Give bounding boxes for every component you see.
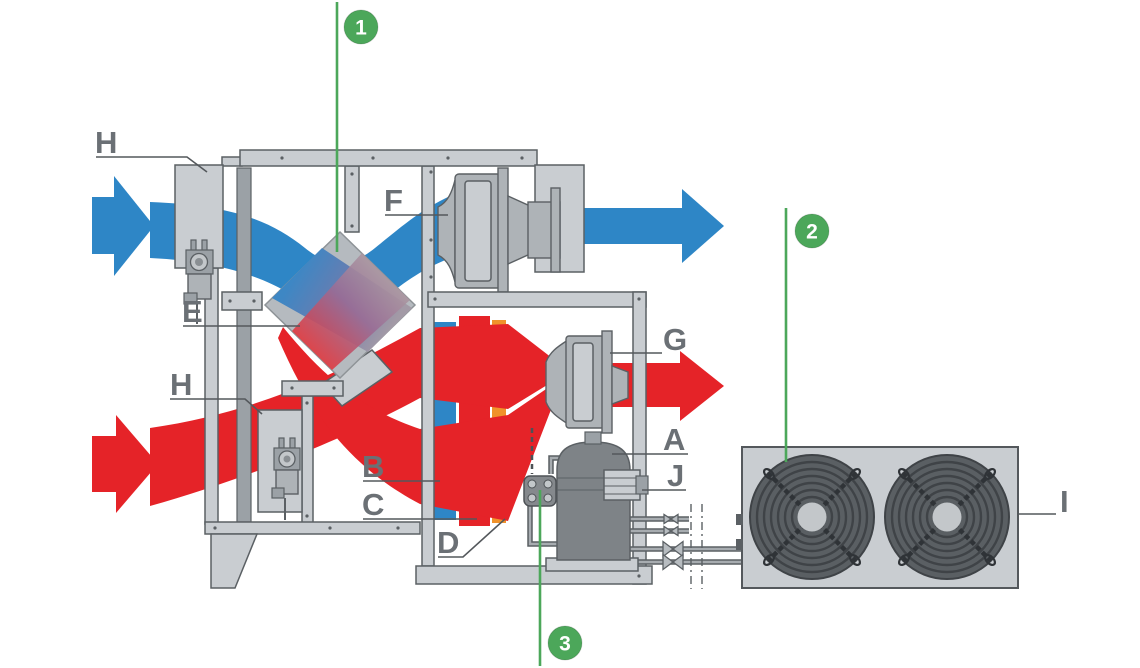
label-outdoor-unit: I [1060,484,1069,519]
bottom-rail [204,521,421,535]
shutoff-valve-icon [662,513,684,571]
top-rail-step [221,156,243,167]
damper-box-bottom [257,409,303,520]
extract-band-descending [278,327,552,521]
hanging-bracket [344,165,360,233]
label-heat-exchanger: E [182,294,203,329]
label-damper-top: H [95,125,117,160]
marker-1-number: 1 [355,17,367,40]
compressor-body [556,441,631,561]
fan-inlet-bell [545,338,569,426]
label-valve-block: J [667,458,684,493]
label-coil-blue: B [362,449,384,484]
label-damper-bottom: H [170,367,192,402]
top-rail [239,149,538,167]
outdoor-unit [736,446,1019,589]
marker-2-number: 2 [806,221,818,244]
supply-inlet-arrow-head [114,176,154,276]
fan-flange [601,330,613,434]
fan-grille-icon [749,454,875,580]
extract-inlet-arrow-head [116,415,158,513]
component-labels: H F E H B C D G A J I [95,125,1069,560]
damper-actuator-icon [271,437,301,520]
compressor-discharge-fitting [584,431,602,445]
marker-3-number: 3 [559,633,571,656]
label-exhaust-fan: G [663,322,687,357]
left-wall-post [204,267,219,525]
valve-block-j [603,469,641,501]
plate-heat-exchanger [263,230,417,380]
exchanger-warm-pass [292,253,410,370]
mid-bracket [221,291,263,311]
fan-grille-icon [884,454,1010,580]
fan-outlet-ring [550,187,561,273]
label-coil-orange: D [437,525,459,560]
label-compressor: A [663,422,685,457]
extract-inlet-arrow-shaft [92,436,116,492]
callout-markers: 1 2 3 [335,2,830,666]
label-supply-fan: F [384,183,403,218]
mid-wall-post [421,165,435,567]
exhaust-outlet-arrow-head [680,351,724,421]
marker-1-badge [343,9,379,45]
module-top-rail [427,291,647,308]
refrigerant-circuit [523,428,741,589]
marker-3-badge [547,625,583,661]
supply-inlet-arrow-shaft [92,197,114,254]
supply-outlet-arrow-head [682,189,724,263]
lower-post [301,395,314,531]
lower-bracket [281,380,344,397]
marker-2-badge [794,213,830,249]
bypass-damper-blade [236,167,252,523]
fan-reducer-cone [507,194,531,266]
supply-fan [437,164,585,293]
label-coil-red: C [362,487,384,522]
fan-outlet-stub [611,364,629,406]
damper-actuator-icon [183,239,214,324]
exhaust-fan [545,330,629,434]
damper-box-top [174,164,224,324]
fan-flange [497,167,509,293]
support-leg [210,533,259,589]
fan-inlet-bell [437,179,456,283]
module-right-wall [632,291,647,585]
